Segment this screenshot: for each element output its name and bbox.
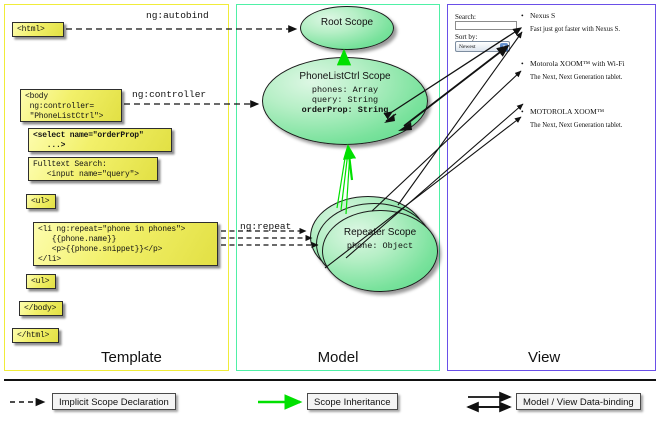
code-box-ul-open: <ul> — [26, 194, 56, 209]
phone-name: MOTOROLA XOOM™ — [530, 107, 622, 116]
list-item: Motorola XOOM™ with Wi-Fi The Next, Next… — [530, 59, 625, 81]
edge-label-ng-controller: ng:controller — [132, 89, 207, 100]
panel-template-label: Template — [101, 349, 162, 366]
code-box-fulltext-search: Fulltext Search: <input name="query"> — [28, 157, 158, 181]
legend-item-model-view-data-binding: Model / View Data-binding — [516, 393, 641, 410]
code-box-body-open: <body ng:controller= "PhoneListCtrl"> — [20, 89, 122, 122]
search-input[interactable] — [455, 21, 517, 30]
legend-item-implicit-scope-declaration: Implicit Scope Declaration — [52, 393, 176, 410]
scope-prop-phones: phones: Array — [311, 84, 379, 95]
phone-snippet: The Next, Next Generation tablet. — [530, 74, 623, 81]
sort-by-label: Sort by: — [455, 33, 478, 41]
code-box-ul-close: <ul> — [26, 274, 56, 289]
code-box-li-repeat: <li ng:repeat="phone in phones"> {{phone… — [33, 222, 218, 266]
code-box-html-open: <html> — [12, 22, 64, 37]
phone-name: Motorola XOOM™ with Wi-Fi — [530, 59, 625, 68]
phone-snippet: Fast just got faster with Nexus S. — [530, 26, 621, 33]
code-box-body-close: </body> — [19, 301, 63, 316]
edge-label-ng-repeat: ng:repeat — [240, 221, 292, 232]
legend-divider — [4, 379, 656, 381]
scope-prop-phone: phone: Object — [346, 240, 414, 251]
code-box-select: <select name="orderProp" ...> — [28, 128, 172, 152]
phone-snippet: The Next, Next Generation tablet. — [530, 122, 623, 129]
search-label: Search: — [455, 13, 476, 21]
phonelistctrl-scope-props: phones: Array query: String orderProp: S… — [263, 85, 427, 116]
code-box-html-close: </html> — [12, 328, 59, 343]
legend: Implicit Scope Declaration Scope Inherit… — [0, 385, 660, 421]
scope-prop-orderprop: orderProp: String — [301, 104, 389, 115]
phone-name: Nexus S — [530, 11, 620, 20]
edge-label-ng-autobind: ng:autobind — [146, 10, 209, 21]
repeater-scope-ellipse: Repeater Scope phone: Object — [322, 210, 438, 292]
phonelistctrl-scope-title: PhoneListCtrl Scope — [299, 71, 391, 82]
legend-arrows — [10, 391, 512, 413]
sort-by-selected-value: Newest — [459, 44, 476, 50]
list-item: Nexus S Fast just got faster with Nexus … — [530, 11, 620, 33]
panel-view-label: View — [528, 349, 561, 366]
repeater-scope-props: phone: Object — [323, 241, 437, 251]
phonelistctrl-scope-ellipse: PhoneListCtrl Scope phones: Array query:… — [262, 57, 428, 145]
chevron-down-icon: ▾ — [500, 43, 508, 51]
root-scope-ellipse: Root Scope — [300, 6, 394, 50]
panel-model-label: Model — [317, 349, 359, 366]
scope-prop-query: query: String — [311, 94, 379, 105]
root-scope-title: Root Scope — [320, 17, 374, 28]
list-item: MOTOROLA XOOM™ The Next, Next Generation… — [530, 107, 622, 129]
sort-by-select[interactable]: Newest ▾ — [455, 41, 510, 52]
legend-item-scope-inheritance: Scope Inheritance — [307, 393, 398, 410]
repeater-scope-title: Repeater Scope — [343, 227, 417, 238]
